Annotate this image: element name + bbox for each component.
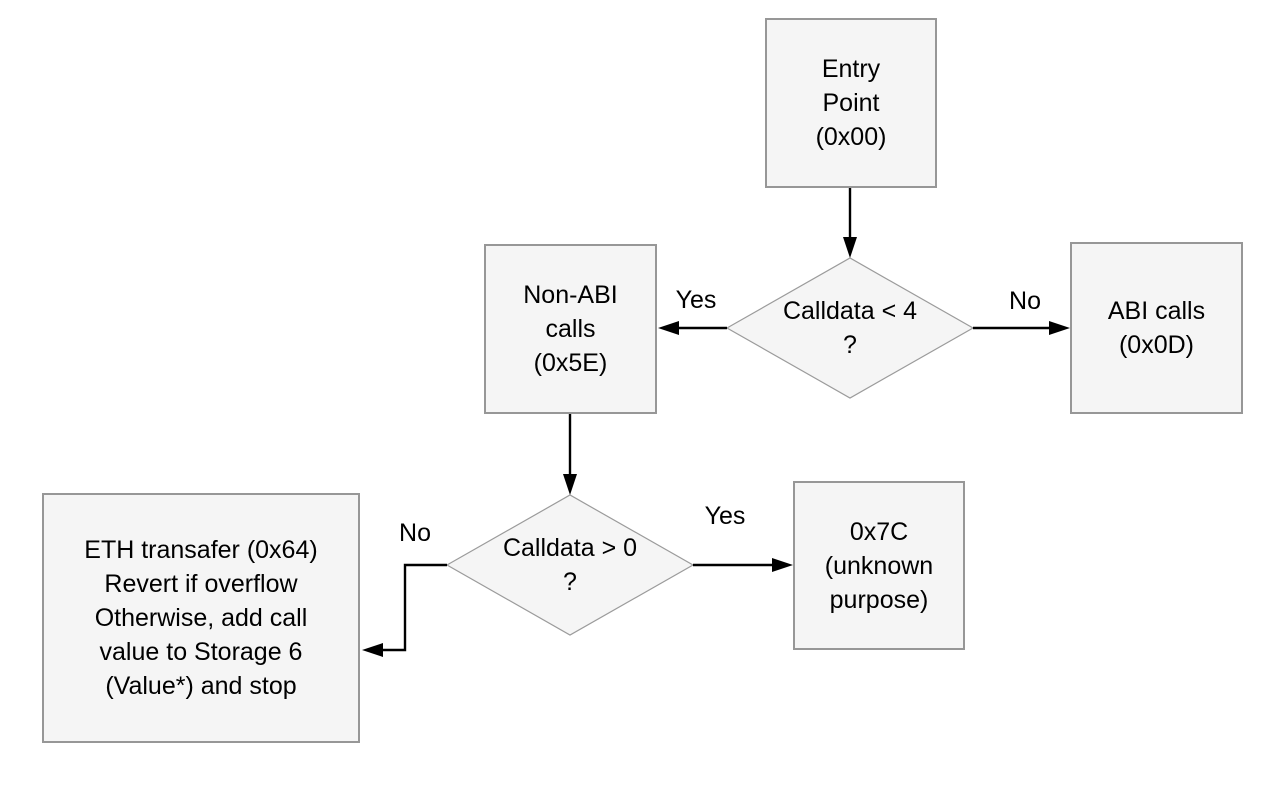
arrowhead-entry-to-lt4 <box>843 237 857 258</box>
edge-label-lt4-no: No <box>1009 287 1041 315</box>
arrowhead-gt0-no <box>362 643 383 657</box>
arrowhead-nonabi-to-gt0 <box>563 474 577 495</box>
edge-label-gt0-no: No <box>399 519 431 547</box>
decision-calldata-gt-0-shape <box>445 494 695 636</box>
node-abi-calls: ABI calls (0x0D) <box>1070 242 1243 414</box>
edge-label-lt4-yes: Yes <box>675 286 717 314</box>
arrowhead-gt0-yes <box>772 558 793 572</box>
node-entry-point-label: Entry Point (0x00) <box>815 55 887 151</box>
node-non-abi-calls-label: Non-ABI calls (0x5E) <box>523 281 618 377</box>
node-non-abi-calls: Non-ABI calls (0x5E) <box>484 244 657 414</box>
node-0x7c-unknown: 0x7C (unknown purpose) <box>793 481 965 650</box>
node-0x7c-unknown-label: 0x7C (unknown purpose) <box>824 517 934 614</box>
node-eth-transfer: ETH transafer (0x64) Revert if overflow … <box>42 493 360 743</box>
arrow-gt0-no <box>380 563 447 652</box>
node-eth-transfer-label: ETH transafer (0x64) Revert if overflow … <box>84 536 318 700</box>
arrowhead-lt4-no <box>1049 321 1070 335</box>
node-entry-point: Entry Point (0x00) <box>765 18 937 188</box>
decision-calldata-lt-4-shape <box>725 257 975 399</box>
edge-label-gt0-yes: Yes <box>704 502 746 530</box>
node-abi-calls-label: ABI calls (0x0D) <box>1107 297 1206 359</box>
arrowhead-lt4-yes <box>658 321 679 335</box>
